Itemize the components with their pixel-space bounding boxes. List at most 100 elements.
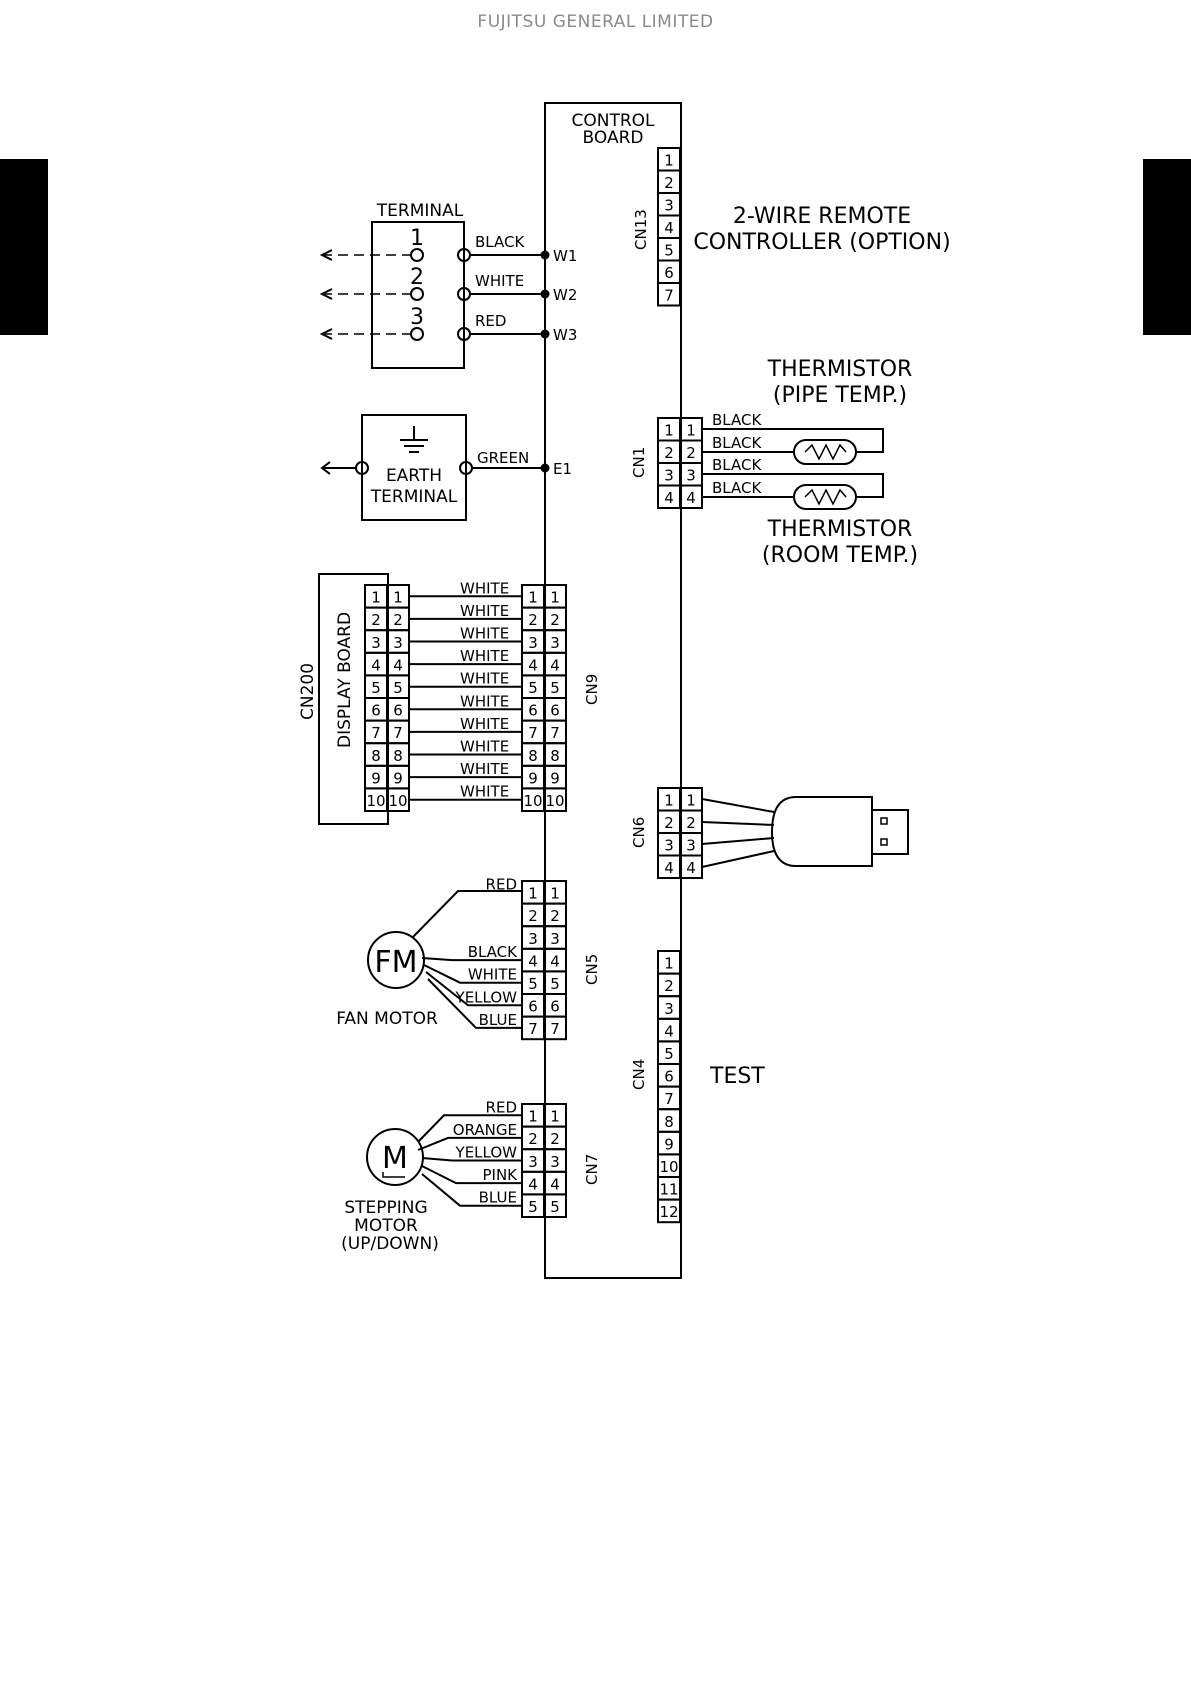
terminal-point-2: W2 xyxy=(553,286,577,304)
room-thermistor-line2: (ROOM TEMP.) xyxy=(762,543,918,568)
cn9-pin-10-display-b: 10 xyxy=(388,792,407,810)
earth-terminal-box xyxy=(361,414,467,521)
cn9-pin-8-board-b: 8 xyxy=(550,747,560,765)
page-header: FUJITSU GENERAL LIMITED xyxy=(477,12,714,32)
cn7-pin-4-a: 4 xyxy=(528,1175,538,1193)
cn7-pin-1-b: 1 xyxy=(550,1108,560,1126)
earth-point-label: E1 xyxy=(553,460,572,478)
cn9-pin-4-board-a: 4 xyxy=(528,656,538,674)
cn9-pin-7-board-b: 7 xyxy=(550,724,560,742)
cn5-pin-3-b: 3 xyxy=(550,930,560,948)
cn9-wire-label-1: WHITE xyxy=(460,579,509,597)
cn9-wire-label-3: WHITE xyxy=(460,625,509,643)
cn200-label: CN200 xyxy=(298,663,318,720)
cn9-pin-1-display-b: 1 xyxy=(393,589,403,607)
cn9-pin-2-display-b: 2 xyxy=(393,611,403,629)
ground-icon xyxy=(400,426,428,453)
room-thermistor-icon xyxy=(793,484,857,510)
cn9-pin-3-board-b: 3 xyxy=(550,634,560,652)
cn9-pin-10-board-a: 10 xyxy=(523,792,542,810)
cn13-pin-6: 6 xyxy=(664,264,674,282)
cn1-pin-1-b: 1 xyxy=(686,422,696,440)
cn9-pin-5-board-a: 5 xyxy=(528,679,538,697)
cn9-pin-5-display-a: 5 xyxy=(371,679,381,697)
cn9-wire-label-2: WHITE xyxy=(460,602,509,620)
cn13-pin-5: 5 xyxy=(664,242,674,260)
cn5-wire-label-1: RED xyxy=(486,875,517,893)
cn7-wire-label-4: PINK xyxy=(482,1166,518,1184)
cn9-pin-9-board-b: 9 xyxy=(550,769,560,787)
cn7-label: CN7 xyxy=(583,1154,601,1185)
cn7-pin-1-a: 1 xyxy=(528,1108,538,1126)
cn4-pin-9: 9 xyxy=(664,1135,674,1153)
cn4-pin-6: 6 xyxy=(664,1068,674,1086)
cn7-pin-2-a: 2 xyxy=(528,1130,538,1148)
cn4-pin-1: 1 xyxy=(664,955,674,973)
fan-motor-label: FAN MOTOR xyxy=(336,1009,438,1029)
pipe-thermistor-icon xyxy=(793,439,857,465)
cn6-pin-2-b: 2 xyxy=(686,814,696,832)
cn5-pin-1-a: 1 xyxy=(528,885,538,903)
usb-plug-icon xyxy=(770,796,909,867)
cn5-pin-1-b: 1 xyxy=(550,885,560,903)
cn13-pin-7: 7 xyxy=(664,287,674,305)
cn9-pin-4-display-a: 4 xyxy=(371,656,381,674)
cn9-pin-2-board-b: 2 xyxy=(550,611,560,629)
cn7-wire-label-2: ORANGE xyxy=(453,1121,517,1139)
cn5-wire-label-7: BLUE xyxy=(479,1011,517,1029)
cn9-pin-6-board-a: 6 xyxy=(528,702,538,720)
cn13-pin-4: 4 xyxy=(664,219,674,237)
stepping-motor-base-icon xyxy=(382,1172,405,1178)
terminal-number-2: 2 xyxy=(410,265,424,290)
cn6-pin-1-a: 1 xyxy=(664,792,674,810)
cn7-pin-3-b: 3 xyxy=(550,1153,560,1171)
cn1-pin-3-a: 3 xyxy=(664,467,674,485)
cn1-pin-4-a: 4 xyxy=(664,489,674,507)
cn9-pin-10-board-b: 10 xyxy=(545,792,564,810)
cn7-wire-label-5: BLUE xyxy=(479,1189,517,1207)
cn9-connector: 1234567891012345678910123456789101234567… xyxy=(364,579,567,813)
cn7-wire-label-3: YELLOW xyxy=(455,1144,518,1162)
cn4-desc: TEST xyxy=(709,1064,765,1089)
cn1-wire-label-4: BLACK xyxy=(712,479,762,497)
cn9-pin-9-display-a: 9 xyxy=(371,769,381,787)
cn5-pin-7-b: 7 xyxy=(550,1020,560,1038)
control-board-label-line2: BOARD xyxy=(583,128,644,148)
cn9-pin-5-board-b: 5 xyxy=(550,679,560,697)
cn9-pin-1-board-a: 1 xyxy=(528,589,538,607)
cn7-pin-2-b: 2 xyxy=(550,1130,560,1148)
cn4-pin-3: 3 xyxy=(664,1000,674,1018)
cn6-pin-4-a: 4 xyxy=(664,859,674,877)
cn5-pin-6-b: 6 xyxy=(550,998,560,1016)
cn1-pin-1-a: 1 xyxy=(664,422,674,440)
cn9-pin-6-display-b: 6 xyxy=(393,702,403,720)
cn13-pin-1: 1 xyxy=(664,152,674,170)
cn6-pin-2-a: 2 xyxy=(664,814,674,832)
cn13-desc-line1: 2-WIRE REMOTE xyxy=(733,204,911,229)
terminal-number-1: 1 xyxy=(410,226,424,251)
stepping-motor-icon xyxy=(366,1128,424,1186)
terminal-point-1: W1 xyxy=(553,247,577,265)
cn9-pin-8-display-a: 8 xyxy=(371,747,381,765)
cn4-pin-11: 11 xyxy=(659,1181,678,1199)
cn5-label: CN5 xyxy=(583,954,601,985)
cn9-wire-label-4: WHITE xyxy=(460,647,509,665)
cn6-pin-4-b: 4 xyxy=(686,859,696,877)
cn4-pin-12: 12 xyxy=(659,1203,678,1221)
room-thermistor-line1: THERMISTOR xyxy=(767,517,913,542)
pipe-thermistor-line1: THERMISTOR xyxy=(767,357,913,382)
cn5-pin-7-a: 7 xyxy=(528,1020,538,1038)
cn1-wire-label-2: BLACK xyxy=(712,434,762,452)
cn1-pin-4-b: 4 xyxy=(686,489,696,507)
cn5-pin-3-a: 3 xyxy=(528,930,538,948)
cn9-pin-8-display-b: 8 xyxy=(393,747,403,765)
stepping-motor-line2: MOTOR xyxy=(354,1216,418,1236)
cn9-pin-7-display-b: 7 xyxy=(393,724,403,742)
cn5-wire-label-5: WHITE xyxy=(468,966,517,984)
